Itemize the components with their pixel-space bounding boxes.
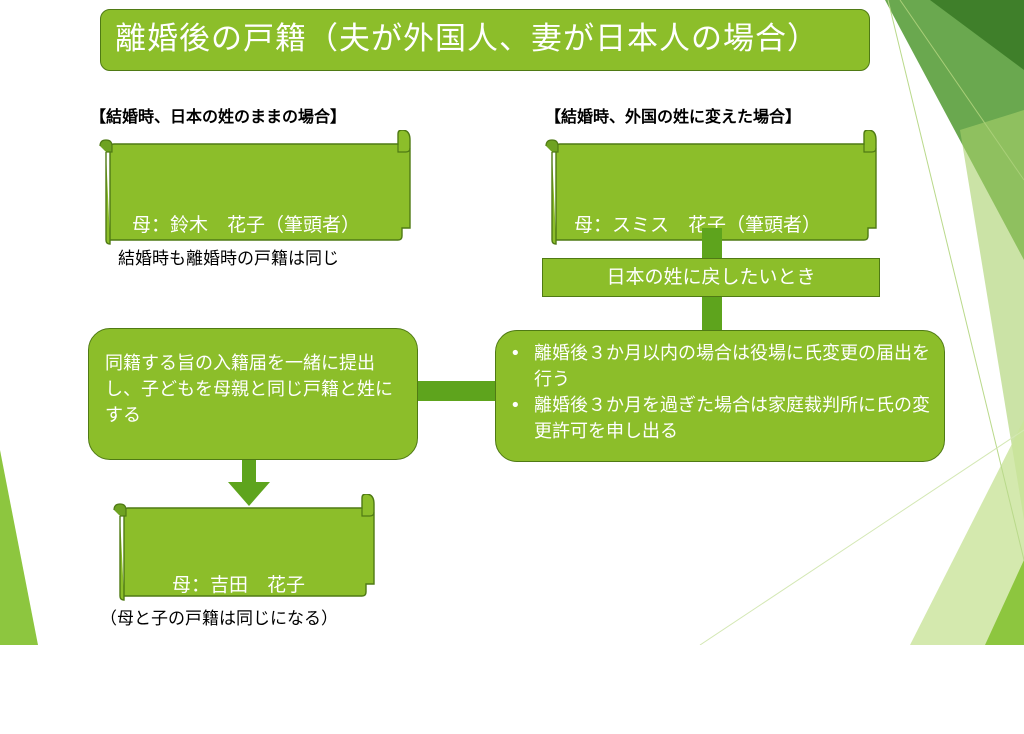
left-case-heading: 【結婚時、日本の姓のままの場合】: [90, 107, 347, 126]
connector-scroll-to-step: [702, 228, 722, 260]
result-scroll-line-1: 母：吉田 花子: [172, 574, 306, 596]
result-scroll: 母：吉田 花子 子：吉田 一郎: [110, 494, 380, 677]
bullet-item-1: 離婚後３か月以内の場合は役場に氏変更の届出を行う: [496, 341, 932, 393]
page-title: 離婚後の戸籍（夫が外国人、妻が日本人の場合）: [100, 9, 870, 71]
background-decoration: [0, 0, 1024, 645]
same-register-box: 同籍する旨の入籍届を一緒に提出し、子どもを母親と同じ戸籍と姓にする: [88, 328, 418, 460]
right-case-scroll: 母：スミス 花子（筆頭者） 子：スミス 一郎: [542, 130, 882, 317]
left-case-scroll: 母：鈴木 花子（筆頭者） 子：鈴木 一郎: [96, 130, 416, 317]
left-scroll-line-1: 母：鈴木 花子（筆頭者）: [132, 214, 361, 236]
right-scroll-line-2: 子：スミス 一郎: [574, 295, 727, 317]
connector-step-to-bullets: [702, 296, 722, 332]
right-case-heading: 【結婚時、外国の姓に変えた場合】: [545, 107, 802, 126]
connector-horizontal: [416, 381, 498, 401]
left-case-note: 結婚時も離婚時の戸籍は同じ: [118, 249, 339, 269]
down-arrow-icon: [228, 460, 270, 506]
result-scroll-line-2: 子：吉田 一郎: [172, 655, 306, 677]
name-change-box: 離婚後３か月以内の場合は役場に氏変更の届出を行う 離婚後３か月を過ぎた場合は家庭…: [495, 330, 945, 462]
bullet-item-2: 離婚後３か月を過ぎた場合は家庭裁判所に氏の変更許可を申し出る: [496, 393, 932, 445]
step-label-box: 日本の姓に戻したいとき: [542, 258, 880, 297]
left-scroll-line-2: 子：鈴木 一郎: [132, 295, 266, 317]
result-note: （母と子の戸籍は同じになる）: [100, 609, 338, 629]
right-scroll-line-1: 母：スミス 花子（筆頭者）: [574, 214, 822, 236]
